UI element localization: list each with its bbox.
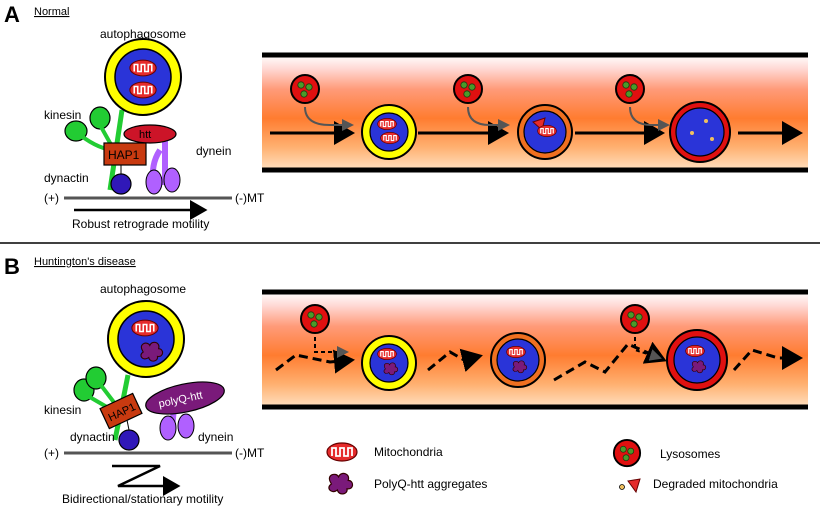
lysosome-a1 [290,74,320,104]
motor-complex-a: autophagosome kinesin dynein htt HAP1 [44,27,265,231]
legend-degraded-mito-icon [619,478,641,494]
hap1-a [103,142,147,166]
panel-a-title: Normal [34,6,69,18]
dynein-head-a [145,169,163,195]
dynein-label-b: dynein [198,430,233,444]
dynactin-a [110,173,132,195]
legend-mitochondria-label: Mitochondria [374,445,443,459]
motor-complex-b: autophagosome kinesin dynein polyQ-htt H… [44,282,265,506]
kinesin-label-a: kinesin [44,108,81,122]
legend-polyq-icon [328,472,354,495]
legend-polyq-label: PolyQ-htt aggregates [374,477,487,491]
minus-end-a: (-)MT [235,191,265,205]
legend: Mitochondria PolyQ-htt aggregates Lysoso… [326,438,778,495]
mitochondrion-b1 [130,319,160,337]
legend-degraded-label: Degraded mitochondria [653,477,778,491]
lysosome-a2 [453,74,483,104]
hap1-b [99,392,143,430]
motility-label-b: Bidirectional/stationary motility [62,492,223,506]
dynein-label-a: dynein [196,144,231,158]
dynein-head-b2 [177,413,195,439]
bidirectional-arrow-b [112,464,181,496]
mitochondrion-a1 [128,59,158,77]
dynactin-label-a: dynactin [44,171,89,185]
panel-b: B Huntington's disease autophagosome kin… [4,254,808,506]
plus-end-b: (+) [44,446,59,460]
motility-label-a: Robust retrograde motility [72,217,209,231]
legend-lysosome-label: Lysosomes [660,447,720,461]
hap1-label-a: HAP1 [108,148,140,162]
autophagosome-lumen-a [114,48,172,106]
panel-b-title: Huntington's disease [34,256,136,268]
dynein-head-a2 [163,167,181,193]
dynein-head-b [159,415,177,441]
autophagosome-label-b: autophagosome [100,282,186,296]
dynactin-label-b: dynactin [70,430,115,444]
minus-end-b: (-)MT [235,446,265,460]
lysosome-a3 [615,74,645,104]
axon-b [262,289,808,410]
panel-b-letter: B [4,254,20,279]
plus-end-a: (+) [44,191,59,205]
axon-a [262,52,808,173]
kinesin-label-b: kinesin [44,403,81,417]
polyq-htt-b [145,381,225,415]
legend-mitochondria-icon [326,442,358,462]
lysosome-b2 [620,304,650,334]
panel-a: A Normal autophagosome kinesin dynein ht… [4,2,808,231]
htt-a [123,124,177,144]
mitochondrion-a2 [128,81,158,99]
htt-label-a: htt [139,129,151,141]
legend-lysosome-icon [612,438,642,468]
dynactin-b [118,429,140,451]
lysosome-b1 [300,304,330,334]
autophagosome-label-a: autophagosome [100,27,186,41]
panel-a-letter: A [4,2,20,27]
